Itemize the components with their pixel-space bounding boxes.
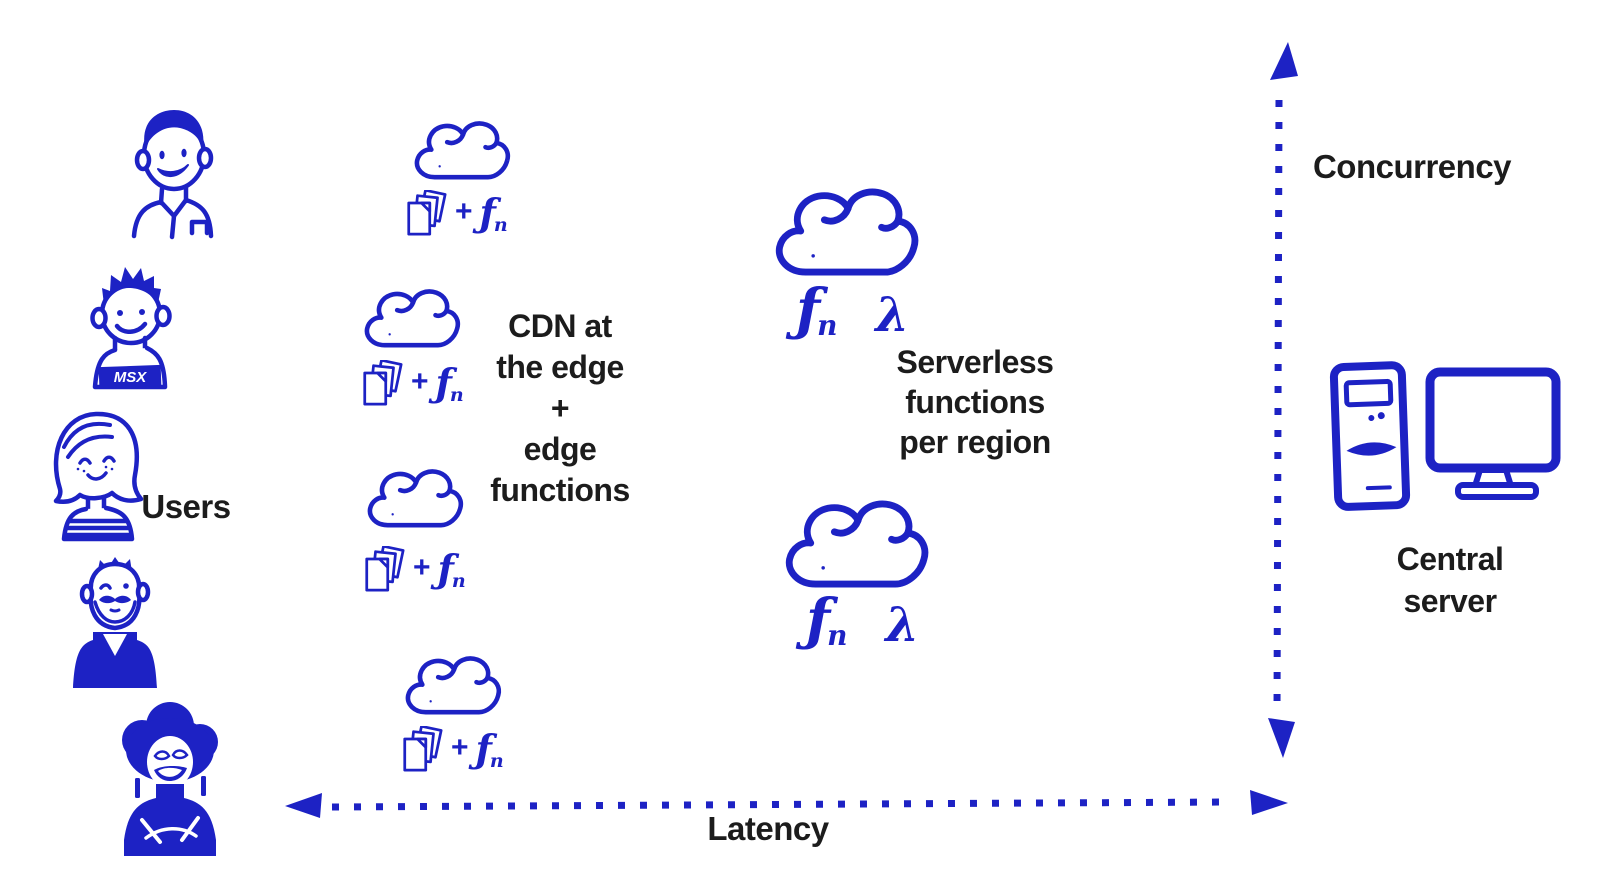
serverless-label: Serverless functions per region (896, 344, 1054, 460)
function-icon: ƒn (796, 277, 838, 343)
region-cloud-icon (773, 185, 923, 287)
plus-sign: + (455, 195, 473, 228)
documents-icon (402, 726, 444, 774)
latency-axis-label: Latency (707, 810, 829, 847)
edge-node-assets: + ƒn (364, 546, 466, 594)
documents-icon (364, 546, 406, 594)
region-node-symbols: ƒn λ (796, 282, 909, 340)
shirt-text: MSX (114, 369, 148, 386)
cdn-edge-label: CDN at the edge + edge functions (490, 308, 630, 508)
function-icon: ƒn (479, 189, 508, 236)
plus-sign: + (451, 731, 469, 764)
documents-icon (406, 190, 448, 238)
edge-cloud-icon (404, 653, 504, 723)
user-avatar-woman-afro-icon (122, 702, 218, 856)
concurrency-axis-label: Concurrency (1312, 148, 1512, 185)
user-avatar-woman-bob-hair-icon (53, 411, 144, 542)
plus-sign: + (411, 365, 429, 398)
user-avatar-boy-spiky-hair-icon: MSX (90, 267, 172, 390)
function-icon: ƒn (437, 545, 466, 592)
latency-axis-arrow (285, 790, 1288, 818)
central-server-icon (1329, 361, 1561, 511)
function-icon: ƒn (435, 359, 464, 406)
user-avatar-man-short-hair-icon (131, 110, 214, 240)
users-label: Users (141, 488, 231, 525)
central-server-label: Central server (1396, 541, 1504, 619)
concurrency-axis-arrow (1268, 42, 1298, 758)
edge-node-assets: + ƒn (406, 190, 508, 238)
plus-sign: + (413, 551, 431, 584)
region-cloud-icon (783, 497, 933, 599)
edge-node-assets: + ƒn (402, 726, 504, 774)
function-icon: ƒn (475, 725, 504, 772)
edge-cloud-icon (413, 118, 513, 188)
region-node-symbols: ƒn λ (806, 592, 919, 650)
edge-node-assets: + ƒn (362, 360, 464, 408)
user-avatar-man-beard-icon (73, 557, 157, 688)
lambda-icon: λ (885, 596, 920, 653)
lambda-icon: λ (875, 286, 910, 343)
documents-icon (362, 360, 404, 408)
function-icon: ƒn (806, 587, 848, 653)
